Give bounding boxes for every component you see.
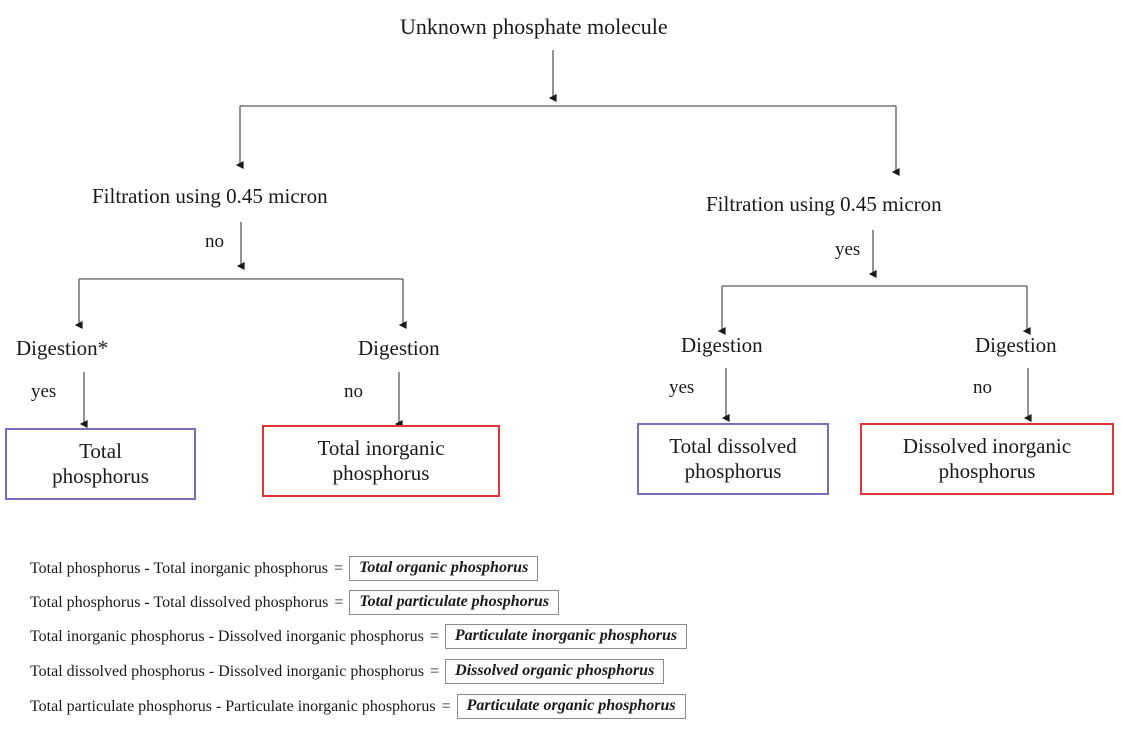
equation-equals: =: [429, 627, 439, 645]
outcome-line-2: phosphorus: [938, 459, 1036, 483]
equation-left: Total inorganic phosphorus - Dissolved i…: [30, 627, 424, 645]
outcome-line-1: Total dissolved: [669, 434, 797, 459]
equation-result: Particulate inorganic phosphorus: [444, 624, 688, 649]
diagram-title: Unknown phosphate molecule: [400, 14, 668, 39]
equation-result: Particulate organic phosphorus: [456, 694, 686, 719]
equation-row-2: Total phosphorus - Total dissolved phosp…: [30, 590, 560, 615]
equation-left: Total phosphorus - Total inorganic phosp…: [30, 559, 329, 577]
equation-result: Dissolved organic phosphorus: [445, 659, 665, 684]
node-digestion-2: Digestion: [358, 336, 440, 360]
equation-equals: =: [441, 697, 451, 715]
outcome-box-total-phosphorus: Total phosphorus: [5, 428, 196, 500]
node-filtration-right: Filtration using 0.45 micron: [706, 192, 942, 216]
equation-row-3: Total inorganic phosphorus - Dissolved i…: [30, 624, 688, 649]
outcome-line-2: phosphorus: [52, 464, 149, 488]
outcome-box-total-dissolved-phosphorus: Total dissolved phosphorus: [637, 423, 829, 495]
equation-row-5: Total particulate phosphorus - Particula…: [30, 694, 686, 719]
outcome-line-1: Total inorganic: [317, 436, 445, 461]
edge-label-digestion-1: yes: [31, 381, 57, 402]
outcome-line-1: Dissolved inorganic: [902, 434, 1072, 459]
equation-result: Total particulate phosphorus: [349, 590, 560, 615]
edge-label-filtration-left: no: [205, 231, 224, 252]
equation-result: Total organic phosphorus: [349, 556, 539, 581]
equation-left: Total particulate phosphorus - Particula…: [30, 697, 436, 715]
edge-label-digestion-2: no: [344, 381, 363, 402]
equation-equals: =: [430, 662, 440, 680]
node-digestion-4: Digestion: [975, 333, 1057, 357]
equation-row-4: Total dissolved phosphorus - Dissolved i…: [30, 659, 665, 684]
equation-left: Total dissolved phosphorus - Dissolved i…: [30, 662, 425, 680]
edge-label-digestion-3: yes: [669, 377, 695, 398]
edge-label-digestion-4: no: [973, 377, 992, 398]
equation-equals: =: [334, 559, 344, 577]
outcome-line-1: Total: [79, 439, 122, 464]
outcome-box-dissolved-inorganic-phosphorus: Dissolved inorganic phosphorus: [860, 423, 1114, 495]
equation-row-1: Total phosphorus - Total inorganic phosp…: [30, 556, 539, 581]
equation-equals: =: [334, 593, 344, 611]
edge-label-filtration-right: yes: [835, 239, 861, 260]
node-filtration-left: Filtration using 0.45 micron: [92, 184, 328, 208]
outcome-line-2: phosphorus: [684, 459, 782, 483]
outcome-line-2: phosphorus: [332, 461, 430, 485]
node-digestion-1: Digestion*: [16, 336, 109, 360]
outcome-box-total-inorganic-phosphorus: Total inorganic phosphorus: [262, 425, 500, 497]
equation-left: Total phosphorus - Total dissolved phosp…: [30, 593, 329, 611]
node-digestion-3: Digestion: [681, 333, 763, 357]
